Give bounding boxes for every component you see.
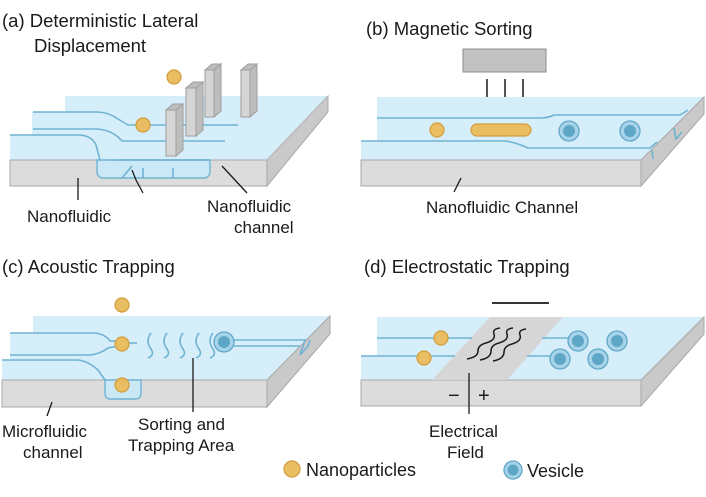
legend-label-vesicle: Vesicle [527,461,584,481]
vesicle [567,330,589,352]
electrode-region [432,317,563,380]
nanoparticle [416,350,432,366]
label-microfluidic-line1: Microfluidic [2,422,88,441]
nanoparticle [433,330,449,346]
vesicle [213,331,235,353]
channel-line [10,345,119,356]
pillar [184,80,205,138]
panel-c: (c) Acoustic Trapping Micro [1,256,331,462]
channel-line [10,332,118,342]
magnetic-nanoparticle-cluster [470,123,532,137]
pillar [203,62,223,119]
channel-line [33,128,225,142]
channel-line [10,134,101,161]
chip-slab [360,95,705,188]
positive-sign: + [478,385,490,407]
acoustic-wave [147,332,216,359]
panel-b: (b) Magnetic Sorting [360,18,705,217]
nanoparticle [114,297,130,313]
leader-line [221,165,248,194]
panel-a-title-line2: Displacement [34,35,146,56]
channel-line [2,359,106,381]
leader-line [453,177,462,193]
vesicle [606,330,628,352]
nanofluidic-trench [96,159,211,179]
label-nanofluidic-channel-line2: channel [234,218,294,237]
legend: Nanoparticles Vesicle [283,460,584,481]
vesicle [549,348,571,370]
pillar [239,62,259,119]
panel-d-title: (d) Electrostatic Trapping [364,256,570,277]
nanoparticle-icon [283,460,301,478]
nanoparticle [429,122,445,138]
nanoparticle [135,117,151,133]
nanoparticle [114,377,130,393]
electric-field-wave [466,327,527,362]
label-electrical-field-line1: Electrical [429,422,498,441]
legend-item-vesicle: Vesicle [503,460,584,481]
channel-line [377,109,689,119]
pillar [164,102,185,158]
channel-line [361,140,658,149]
legend-item-nanoparticles: Nanoparticles [283,460,416,480]
panel-a: (a) Deterministic Lateral Displacement [2,10,329,237]
vesicle [587,348,609,370]
channel-line [33,111,238,126]
panel-c-title: (c) Acoustic Trapping [2,256,175,277]
label-nanofluidic-channel: Nanofluidic Channel [426,198,578,217]
label-sorting-area-line2: Trapping Area [128,436,235,455]
legend-label-nanoparticles: Nanoparticles [306,460,416,480]
label-microfluidic-line2: channel [23,443,83,462]
panel-a-title-line1: (a) Deterministic Lateral [2,10,198,31]
panel-d: (d) Electrostatic Trapping [360,256,705,462]
label-electrical-field-line2: Field [447,443,484,462]
chip-slab [1,314,331,409]
label-sorting-area-line1: Sorting and [138,415,225,434]
label-nanofluidic: Nanofluidic [27,207,112,226]
panel-b-title: (b) Magnetic Sorting [366,18,533,39]
magnet [462,48,547,73]
leader-line [46,401,53,417]
nanoparticle [166,69,182,85]
leader-line [131,169,144,194]
vesicle [619,120,641,142]
vesicle [558,120,580,142]
label-nanofluidic-channel-line1: Nanofluidic [207,197,292,216]
negative-sign: − [448,385,460,407]
nanoparticle [114,336,130,352]
